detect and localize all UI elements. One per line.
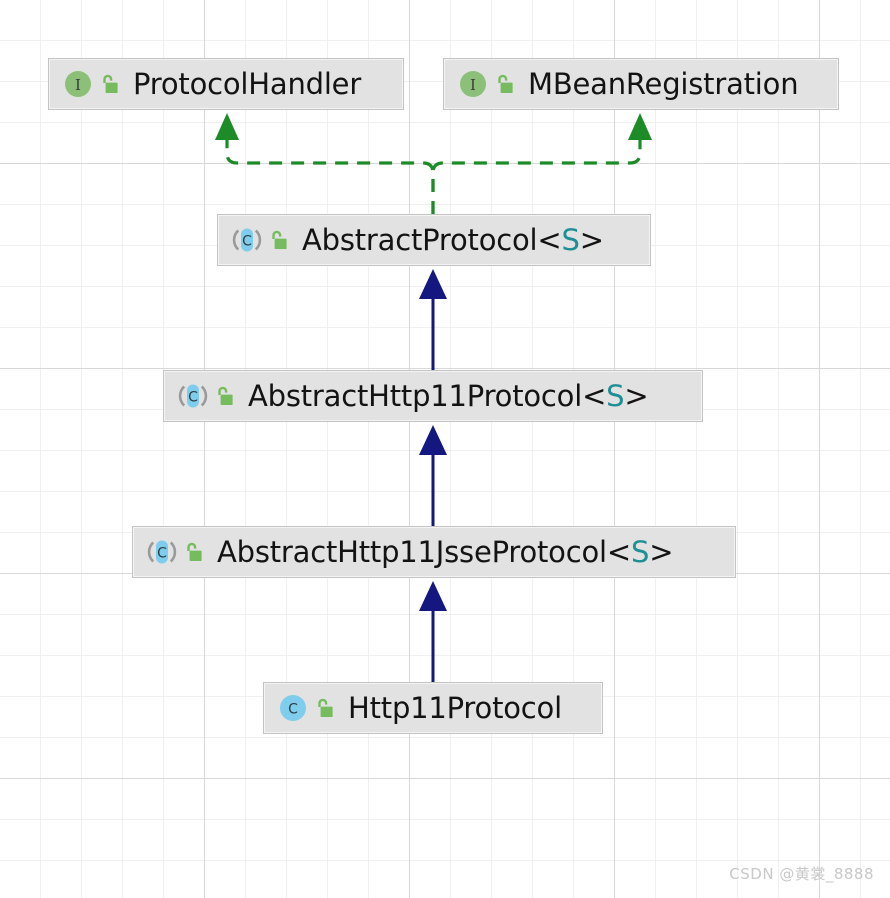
class-name-label: MBeanRegistration <box>528 66 799 101</box>
node-icons: C <box>278 693 334 723</box>
class-name-text: AbstractProtocol <box>302 222 538 257</box>
generalization-edge-http11protocol <box>419 581 447 682</box>
svg-text:C: C <box>242 234 252 250</box>
generic-close-angle: > <box>649 534 674 569</box>
generalization-arrowhead <box>419 581 447 611</box>
node-icons: I <box>458 69 514 99</box>
class-node-mbeanregistration[interactable]: I MBeanRegistration <box>443 58 839 110</box>
generalization-arrowhead <box>419 425 447 455</box>
class-name-label: ProtocolHandler <box>133 66 362 101</box>
class-name-text: AbstractHttp11Protocol <box>248 378 583 413</box>
unlocked-padlock-icon <box>184 542 203 563</box>
generic-close-angle: > <box>624 378 649 413</box>
class-node-abstractprotocol[interactable]: C AbstractProtocol<S> <box>217 214 651 266</box>
generic-param: S <box>561 222 580 257</box>
unlocked-padlock-icon <box>315 698 334 719</box>
class-name-text: AbstractHttp11JsseProtocol <box>217 534 607 569</box>
class-icon: C <box>278 693 308 723</box>
class-name-label: AbstractHttp11JsseProtocol<S> <box>217 534 674 569</box>
generalization-arrowhead <box>419 269 447 299</box>
abstract-class-icon: C <box>178 381 208 411</box>
generic-open-angle: < <box>582 378 607 413</box>
interface-icon: I <box>458 69 488 99</box>
class-name-label: Http11Protocol <box>348 690 562 725</box>
generic-open-angle: < <box>537 222 562 257</box>
node-icons: C <box>232 225 288 255</box>
unlocked-padlock-icon <box>100 74 119 95</box>
node-icons: C <box>147 537 203 567</box>
generic-param: S <box>606 378 625 413</box>
watermark-label: CSDN @黄裳_8888 <box>729 865 874 883</box>
realization-arrowhead-mbeanregistration <box>628 113 652 140</box>
generic-param: S <box>630 534 650 569</box>
class-name-label: AbstractProtocol<S> <box>302 222 604 257</box>
generic-open-angle: < <box>606 534 631 569</box>
node-icons: C <box>178 381 234 411</box>
svg-text:C: C <box>157 546 167 562</box>
node-icons: I <box>63 69 119 99</box>
class-node-abstracthttp11protocol[interactable]: C AbstractHttp11Protocol<S> <box>163 370 703 422</box>
generic-close-angle: > <box>579 222 604 257</box>
unlocked-padlock-icon <box>495 74 514 95</box>
generalization-edge-abstracthttp11jsseprotocol <box>419 425 447 526</box>
class-name-label: AbstractHttp11Protocol<S> <box>248 378 649 413</box>
svg-text:I: I <box>470 76 476 94</box>
generalization-edge-abstracthttp11protocol <box>419 269 447 370</box>
unlocked-padlock-icon <box>269 230 288 251</box>
abstract-class-icon: C <box>147 537 177 567</box>
realization-arrowhead-protocolhandler <box>215 113 239 140</box>
realization-edge-to-mbeanregistration <box>431 131 642 214</box>
unlocked-padlock-icon <box>215 386 234 407</box>
realization-edge-group <box>215 113 652 214</box>
interface-icon: I <box>63 69 93 99</box>
class-node-http11protocol[interactable]: C Http11Protocol <box>263 682 603 734</box>
svg-text:I: I <box>75 76 81 94</box>
svg-text:C: C <box>188 390 198 406</box>
class-node-abstracthttp11jsseprotocol[interactable]: C AbstractHttp11JsseProtocol<S> <box>132 526 736 578</box>
realization-edge-to-protocolhandler <box>225 131 435 214</box>
abstract-class-icon: C <box>232 225 262 255</box>
class-node-protocolhandler[interactable]: I ProtocolHandler <box>48 58 404 110</box>
svg-text:C: C <box>288 702 298 718</box>
